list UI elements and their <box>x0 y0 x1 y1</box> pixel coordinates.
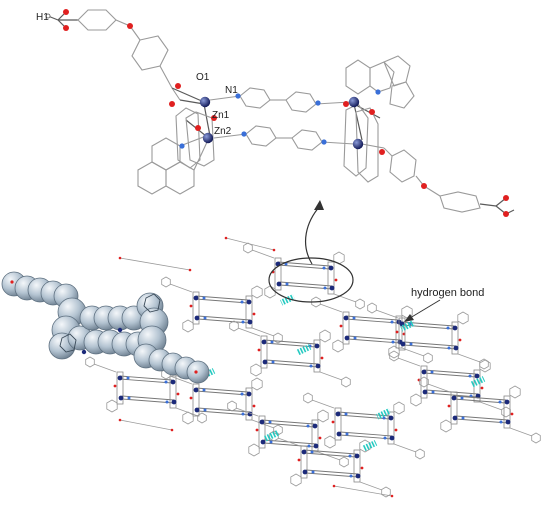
label-zn2: Zn2 <box>214 126 232 137</box>
network-dimer-2 <box>311 296 433 364</box>
network-dimer-5 <box>161 368 283 436</box>
hydrogen-bond-arrow <box>409 299 441 319</box>
right-zinc-cluster <box>343 55 415 183</box>
label-o1: O1 <box>196 72 210 83</box>
network-chain-1 <box>225 237 275 251</box>
network-dimer-4 <box>85 356 207 424</box>
hydrogen-bond-label: hydrogen bond <box>411 287 484 299</box>
space-filling-unit <box>1 271 210 384</box>
hydrogen-bond-0 <box>279 294 296 306</box>
nitrogen-atoms <box>179 89 381 149</box>
hydrogen-bond-4 <box>376 408 392 420</box>
bridging-linkers <box>209 87 355 151</box>
network-dimer-10 <box>367 302 489 370</box>
oxygen-atoms <box>63 9 509 217</box>
network-dimer-3 <box>229 320 351 388</box>
right-benzoic-chain <box>383 147 515 215</box>
network-dimer-6 <box>389 350 511 418</box>
hydrogen-bond-5 <box>469 376 486 388</box>
network-dimer-1 <box>161 276 283 344</box>
zoom-arrow <box>305 200 324 265</box>
network-chain-2 <box>333 485 393 497</box>
hydrogen-bond-1 <box>400 320 416 332</box>
hydrogen-bond-7 <box>362 440 378 452</box>
network-dimer-9 <box>419 376 541 444</box>
network-chain-3 <box>119 419 173 431</box>
left-benzoic-chain <box>47 9 181 101</box>
hydrogen-bond-6 <box>264 430 280 442</box>
hydrogen-bonded-network: hydrogen bond <box>85 236 541 498</box>
network-units <box>85 236 541 498</box>
network-chain-0 <box>119 257 191 271</box>
left-zinc-cluster <box>137 87 215 195</box>
network-dimer-0 <box>243 242 365 310</box>
hydrogen-atom <box>45 13 51 19</box>
dinuclear-zinc-complex: H1 O1 N1 Zn1 Zn2 <box>36 9 515 217</box>
label-n1: N1 <box>225 85 238 96</box>
label-h1: H1 <box>36 12 49 23</box>
network-dimer-8 <box>227 400 349 468</box>
network-dimer-11 <box>269 430 391 498</box>
highlight-ellipse <box>268 257 354 303</box>
hydrogen-bond-2 <box>296 344 312 356</box>
zinc-atoms <box>199 96 364 150</box>
label-zn1: Zn1 <box>212 110 230 121</box>
